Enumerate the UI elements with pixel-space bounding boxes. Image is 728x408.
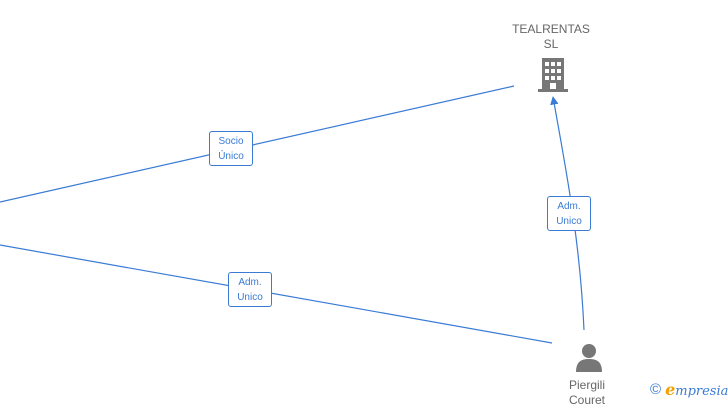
edge-adm-unico-left [0, 244, 553, 344]
company-name-line1: TEALRENTAS [512, 22, 590, 36]
brand-rest: mpresia [675, 383, 728, 399]
copyright-icon: © [650, 380, 662, 398]
brand-logo: empresia [665, 380, 728, 399]
edge-label-line1: Socio [218, 136, 244, 147]
edge-label-line2: Unico [237, 292, 263, 303]
edge-label-line1: Adm. [238, 277, 262, 288]
person-icon[interactable] [574, 342, 604, 372]
company-node-label: TEALRENTAS SL [511, 22, 591, 52]
edge-label-line2: Unico [556, 216, 582, 227]
company-name-line2: SL [543, 37, 559, 51]
person-node-label: Piergili Couret [551, 378, 623, 408]
edge-label-adm-unico-left[interactable]: Adm. Unico [228, 272, 272, 307]
empresia-watermark: © empresia [650, 379, 728, 399]
edge-label-line2: Único [218, 151, 244, 162]
building-icon[interactable] [536, 56, 570, 93]
person-name-line1: Piergili [568, 378, 605, 392]
edge-socio-unico [0, 85, 515, 203]
person-name-line2: Couret [568, 393, 606, 407]
edge-label-socio-unico[interactable]: Socio Único [209, 131, 253, 166]
edge-label-adm-unico-company[interactable]: Adm. Unico [547, 196, 591, 231]
edge-label-line1: Adm. [557, 201, 581, 212]
brand-initial: e [665, 379, 676, 399]
